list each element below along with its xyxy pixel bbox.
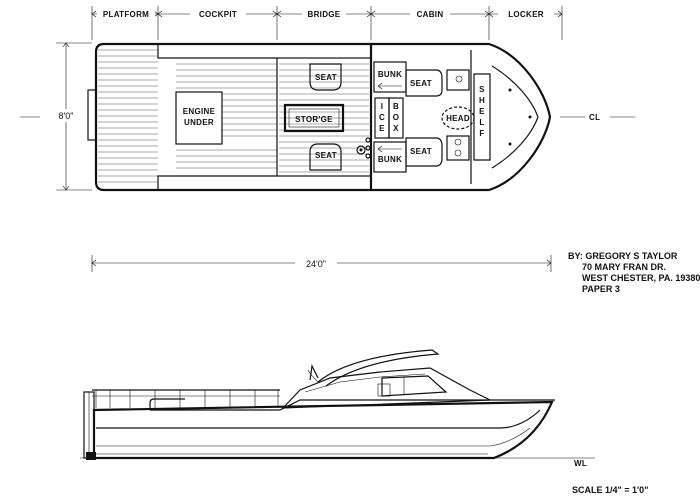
seat-label-cabin-starboard: SEAT [410, 147, 432, 156]
bunk-label-starboard: BUNK [378, 155, 402, 164]
ice-letter-3: E [379, 124, 385, 133]
section-label-cabin: CABIN [417, 10, 444, 19]
seat-label-bridge-starboard: SEAT [315, 151, 337, 160]
engine-label-line1: ENGINE [183, 107, 216, 116]
credit-line2: 70 MARY FRAN DR. [582, 262, 667, 272]
ice-letter-1: I [381, 102, 384, 111]
scale-note: SCALE 1/4" = 1'0" [572, 485, 649, 495]
profile-view: WL [80, 349, 595, 468]
credit-line3: WEST CHESTER, PA. 19380 [582, 273, 700, 283]
section-label-bridge: BRIDGE [308, 10, 341, 19]
storage-label: STOR'GE [295, 115, 333, 124]
box-letter-1: B [393, 102, 399, 111]
shelf-letter-5: F [479, 129, 484, 138]
section-label-platform: PLATFORM [103, 10, 149, 19]
engine-label-line2: UNDER [184, 118, 214, 127]
plan-view: ENGINE UNDER SEAT S [87, 42, 552, 192]
ice-letter-2: C [379, 113, 385, 122]
head-label: HEAD [446, 114, 470, 123]
length-dimension-label: 24'0" [306, 259, 326, 269]
credit-line1: BY: GREGORY S TAYLOR [568, 251, 678, 261]
bunk-label-port: BUNK [378, 70, 402, 79]
waterline-label: WL [574, 459, 587, 468]
credit-line4: PAPER 3 [582, 284, 620, 294]
section-label-cockpit: COCKPIT [199, 10, 237, 19]
shelf-letter-3: E [479, 107, 485, 116]
seat-label-bridge-port: SEAT [315, 73, 337, 82]
box-letter-3: X [393, 124, 399, 133]
shelf-letter-4: L [479, 118, 484, 127]
author-credit: BY: GREGORY S TAYLOR 70 MARY FRAN DR. WE… [568, 251, 700, 295]
seat-label-cabin-port: SEAT [410, 79, 432, 88]
centerline-label: CL [589, 113, 600, 122]
section-label-locker: LOCKER [508, 10, 544, 19]
shelf-letter-2: H [479, 96, 485, 105]
shelf-letter-1: S [479, 85, 485, 94]
beam-dimension-label: 8'0" [59, 111, 74, 121]
box-letter-2: O [393, 113, 400, 122]
